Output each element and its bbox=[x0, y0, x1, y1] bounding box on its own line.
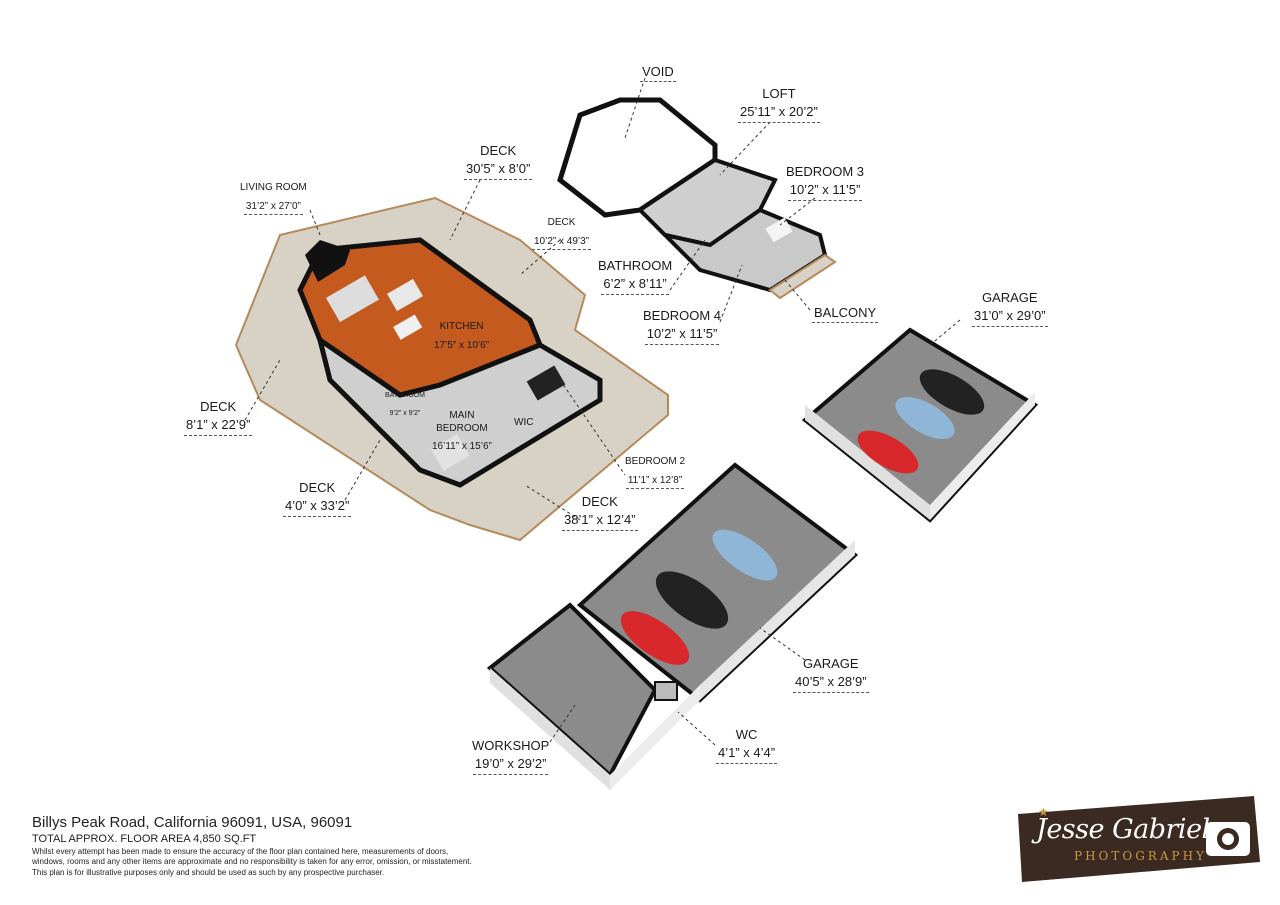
label-kitchen: KITCHEN 17’5” x 10’6” bbox=[432, 321, 491, 354]
label-balcony: BALCONY bbox=[812, 303, 879, 324]
label-bathroom-upper: BATHROOM 6’2” x 8’11” bbox=[598, 258, 672, 295]
wc-dims: 4’1” x 4’4” bbox=[716, 745, 778, 764]
bathroom-upper-name: BATHROOM bbox=[598, 258, 673, 273]
label-deck-bottom: DECK 38’1” x 12’4” bbox=[562, 494, 638, 531]
label-bedroom3: BEDROOM 3 10’2” x 11’5” bbox=[786, 164, 864, 201]
label-loft: LOFT 25’11” x 20’2” bbox=[738, 86, 820, 123]
label-bathroom-main: BATHROOM 9’2” x 9’2” bbox=[385, 392, 425, 421]
workshop-wall-2 bbox=[610, 685, 700, 790]
wic-name: WIC bbox=[514, 417, 534, 428]
kitchen-name: KITCHEN bbox=[439, 321, 484, 332]
kitchen-island bbox=[393, 314, 423, 340]
workshop-dims: 19’0” x 29’2” bbox=[472, 756, 549, 775]
label-deck-small: DECK 10’2” x 49’3” bbox=[532, 217, 592, 250]
deck-bottom-name: DECK bbox=[581, 494, 618, 509]
workshop-wall bbox=[490, 668, 610, 790]
label-deck-bottom-left: DECK 4’0” x 33’2” bbox=[283, 480, 352, 517]
void-name: VOID bbox=[640, 64, 676, 83]
car-red-small bbox=[857, 430, 919, 474]
loft-dims: 25’11” x 20’2” bbox=[738, 104, 820, 123]
label-void: VOID bbox=[640, 62, 676, 83]
label-garage-large: GARAGE 40’5” x 28’9” bbox=[793, 656, 869, 693]
bedroom2-dims: 11’1” x 12’8” bbox=[625, 475, 685, 489]
label-bedroom2: BEDROOM 2 11’1” x 12’8” bbox=[625, 456, 685, 489]
address: Billys Peak Road, California 96091, USA,… bbox=[32, 814, 353, 831]
label-deck-top: DECK 30’5” x 8’0” bbox=[464, 143, 533, 180]
garage-small-wall bbox=[805, 405, 930, 520]
bathroom-main-name: BATHROOM bbox=[385, 392, 425, 399]
label-workshop: WORKSHOP 19’0” x 29’2” bbox=[472, 738, 549, 775]
main-bedroom-dims: 16’11” x 15’6” bbox=[432, 441, 492, 452]
living-room-name: LIVING ROOM bbox=[240, 182, 307, 193]
void-area bbox=[557, 97, 718, 218]
disclaimer-line-3: This plan is for illustrative purposes o… bbox=[32, 867, 385, 877]
bathroom-upper-dims: 6’2” x 8’11” bbox=[601, 276, 669, 295]
label-deck-left: DECK 8’1” x 22’9” bbox=[184, 399, 253, 436]
bed-2 bbox=[526, 365, 566, 401]
deck-small-name: DECK bbox=[547, 217, 576, 228]
main-bedroom-name2: BEDROOM bbox=[436, 422, 488, 434]
deck-bottom-left-dims: 4’0” x 33’2” bbox=[283, 498, 352, 517]
footer: Billys Peak Road, California 96091, USA,… bbox=[32, 814, 552, 878]
balcony-floor bbox=[768, 253, 837, 300]
car-blue-small bbox=[895, 397, 955, 439]
label-wc: WC 4’1” x 4’4” bbox=[716, 727, 778, 764]
logo-badge: ★ bbox=[1018, 796, 1260, 882]
logo-name: Jesse Gabriel bbox=[1036, 814, 1210, 845]
sofa bbox=[325, 275, 379, 323]
deck-left-dims: 8’1” x 22’9” bbox=[184, 417, 253, 436]
bedroom-wing bbox=[315, 334, 603, 488]
deck-small-dims: 10’2” x 49’3” bbox=[532, 236, 592, 250]
garage-large-dims: 40’5” x 28’9” bbox=[793, 674, 869, 693]
garage-small-name: GARAGE bbox=[981, 290, 1038, 305]
photographer-logo: ★ Jesse Gabriel PHOTOGRAPHY bbox=[1014, 792, 1264, 884]
main-bedroom-name: MAIN bbox=[449, 410, 475, 421]
deck-top-dims: 30’5” x 8’0” bbox=[464, 161, 533, 180]
svg-text:★: ★ bbox=[1038, 805, 1049, 819]
garage-large-name: GARAGE bbox=[802, 656, 859, 671]
leader-lines bbox=[244, 77, 961, 746]
disclaimer: Whilst every attempt has been made to en… bbox=[32, 847, 552, 878]
bedroom4-name: BEDROOM 4 bbox=[643, 308, 722, 323]
living-room-dims: 31’2” x 27’0” bbox=[243, 201, 303, 215]
workshop-name: WORKSHOP bbox=[472, 738, 550, 753]
logo-tagline: PHOTOGRAPHY bbox=[1074, 849, 1207, 863]
fireplace bbox=[305, 240, 350, 282]
label-main-bedroom: MAIN BEDROOM 16’11” x 15’6” bbox=[430, 410, 494, 455]
disclaimer-line-1: Whilst every attempt has been made to en… bbox=[32, 847, 449, 856]
bedroom4-dims: 10’2” x 11’5” bbox=[644, 326, 720, 345]
bedroom3-name: BEDROOM 3 bbox=[786, 164, 865, 179]
label-living-room: LIVING ROOM 31’2” x 27’0” bbox=[240, 182, 307, 215]
disclaimer-line-2: windows, rooms and any other items are a… bbox=[32, 857, 472, 867]
bedroom3-dims: 10’2” x 11’5” bbox=[787, 182, 863, 201]
kitchen-dims: 17’5” x 10’6” bbox=[434, 339, 490, 351]
bed-main bbox=[431, 434, 470, 471]
wc-floor bbox=[654, 681, 678, 701]
car-blue-large bbox=[712, 529, 778, 581]
deck-left-name: DECK bbox=[200, 399, 237, 414]
bedroom2-name: BEDROOM 2 bbox=[625, 456, 686, 467]
garage-small-dims: 31’0” x 29’0” bbox=[972, 308, 1048, 327]
label-wic: WIC bbox=[514, 417, 533, 430]
garage-small-wall-2 bbox=[930, 392, 1035, 520]
bed-3 bbox=[765, 217, 793, 243]
loft-name: LOFT bbox=[762, 86, 796, 101]
car-red-large bbox=[620, 611, 690, 665]
floor-area: TOTAL APPROX. FLOOR AREA 4,850 SQ.FT bbox=[32, 833, 257, 845]
deck-bottom-left-name: DECK bbox=[299, 480, 336, 495]
wc-name: WC bbox=[735, 727, 758, 742]
bathroom-main-dims: 9’2” x 9’2” bbox=[389, 409, 421, 417]
label-garage-small: GARAGE 31’0” x 29’0” bbox=[972, 290, 1048, 327]
deck-top-name: DECK bbox=[480, 143, 517, 158]
label-bedroom4: BEDROOM 4 10’2” x 11’5” bbox=[643, 308, 721, 345]
camera-icon bbox=[1206, 822, 1250, 856]
garage-large-wall bbox=[700, 540, 855, 700]
deck-bottom-dims: 38’1” x 12’4” bbox=[562, 512, 638, 531]
balcony-name: BALCONY bbox=[812, 305, 879, 324]
car-black-large bbox=[655, 571, 729, 629]
car-black-small bbox=[919, 369, 985, 415]
table bbox=[387, 278, 423, 312]
